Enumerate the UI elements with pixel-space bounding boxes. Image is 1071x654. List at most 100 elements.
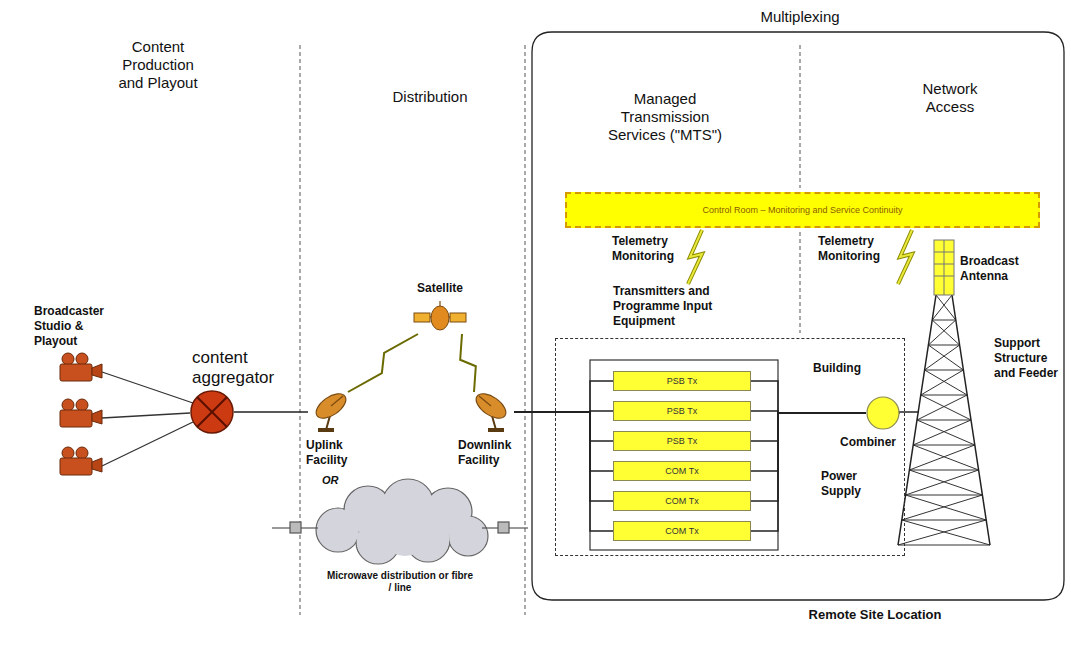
lattice-strut — [909, 470, 982, 495]
building-box: Transmitters and Programme Input Equipme… — [555, 338, 905, 556]
cloud-node: Microwave distribution or fibre / line — [310, 480, 490, 566]
node-text: COM Tx — [665, 466, 698, 477]
column-heading: Distribution — [375, 88, 485, 106]
node-text: Support Structure and Feeder — [994, 336, 1064, 381]
alternative-label: OR — [322, 474, 352, 487]
lattice-strut — [906, 495, 983, 496]
shape-outline — [530, 30, 1066, 602]
node-text: PSB Tx — [667, 436, 697, 447]
line-terminal — [272, 522, 528, 533]
telemetry-label: Telemetry Monitoring — [612, 234, 686, 264]
node-text: Power Supply — [821, 469, 877, 499]
uplink-node: Uplink Facility — [308, 390, 354, 434]
column-heading: Network Access — [905, 80, 995, 116]
cloud-network — [316, 479, 488, 564]
lattice-strut — [909, 445, 974, 470]
transmitter-box: PSB Tx — [613, 371, 751, 391]
node-text: Remote Site Location — [790, 607, 960, 623]
lattice-strut — [898, 520, 986, 545]
lattice-strut — [898, 545, 990, 546]
lattice-strut — [902, 495, 983, 520]
connector — [514, 412, 613, 441]
downlink-node: Downlink Facility — [468, 390, 514, 434]
aggregator-circle: content aggregator — [190, 390, 234, 434]
lattice-strut — [906, 495, 987, 520]
shape-outline — [190, 390, 234, 434]
antenna-tower: Broadcast AntennaSupport Structure and F… — [898, 240, 990, 548]
transmitter-bus — [590, 360, 778, 550]
node-text: Microwave distribution or fibre / line — [325, 570, 475, 594]
shape-outline — [866, 396, 900, 430]
divider — [800, 45, 801, 188]
uplink-dish — [312, 389, 350, 432]
lattice-strut — [917, 420, 971, 421]
node-text: content aggregator — [192, 348, 296, 387]
connector — [514, 381, 613, 412]
transmitter-box: PSB Tx — [613, 431, 751, 451]
satellite-node: Satellite — [412, 300, 468, 336]
camera-group — [60, 353, 193, 475]
divider — [525, 45, 526, 615]
combiner-circle: Combiner — [866, 396, 900, 430]
lattice-strut — [913, 445, 975, 446]
connector — [514, 412, 613, 471]
lattice-strut — [913, 420, 971, 445]
lattice-strut — [917, 395, 967, 420]
multiplexing-region: MultiplexingRemote Site LocationControl … — [530, 30, 1066, 602]
column-heading: Managed Transmission Services ("MTS") — [600, 90, 730, 144]
lattice-strut — [932, 320, 956, 321]
connector — [751, 381, 866, 413]
node-text: Broadcast Antenna — [960, 254, 1050, 284]
node-text: Downlink Facility — [458, 438, 522, 468]
telemetry-bolt — [688, 230, 702, 284]
lattice-strut — [921, 395, 967, 396]
node-text: PSB Tx — [667, 406, 697, 417]
column-heading: Content Production and Playout — [108, 38, 208, 92]
lattice-strut — [921, 370, 964, 395]
node-text: Satellite — [400, 281, 480, 296]
telemetry-bolt — [898, 230, 912, 284]
lattice-strut — [928, 345, 963, 370]
telemetry-bolt — [898, 230, 912, 284]
connector — [460, 334, 476, 392]
transmitter-box: COM Tx — [613, 521, 751, 541]
node-text: Building — [813, 361, 893, 376]
node-text: Transmitters and Programme Input Equipme… — [613, 284, 735, 329]
connector — [514, 412, 613, 501]
node-text: Control Room – Monitoring and Service Co… — [702, 205, 902, 216]
connector — [514, 412, 613, 531]
connector — [234, 411, 308, 412]
downlink-dish — [472, 389, 510, 432]
transmitter-box: PSB Tx — [613, 401, 751, 421]
lattice-strut — [902, 520, 986, 521]
tower-structure — [898, 240, 990, 545]
lattice-strut — [925, 345, 960, 370]
divider — [800, 232, 801, 333]
lattice-strut — [917, 420, 975, 445]
telemetry-label: Telemetry Monitoring — [818, 234, 894, 264]
node-text: Uplink Facility — [306, 438, 372, 468]
lattice-strut — [925, 370, 964, 371]
node-text: Multiplexing — [740, 8, 860, 26]
lattice-strut — [932, 320, 959, 345]
node-text: Combiner — [806, 435, 896, 450]
lattice-strut — [913, 445, 978, 470]
lattice-strut — [928, 345, 959, 346]
lattice-strut — [928, 320, 955, 345]
transmitter-box: COM Tx — [613, 461, 751, 481]
transmitter-box: COM Tx — [613, 491, 751, 511]
control-room-box: Control Room – Monitoring and Service Co… — [565, 192, 1040, 228]
lattice-strut — [925, 370, 968, 395]
studio-label: Broadcaster Studio & Playout — [34, 304, 126, 349]
lattice-strut — [906, 470, 979, 495]
telemetry-bolt — [688, 230, 702, 284]
satellite-icon — [414, 301, 466, 330]
node-text: COM Tx — [665, 496, 698, 507]
node-text: PSB Tx — [667, 376, 697, 387]
lattice-strut — [909, 470, 978, 471]
lattice-strut — [921, 395, 971, 420]
